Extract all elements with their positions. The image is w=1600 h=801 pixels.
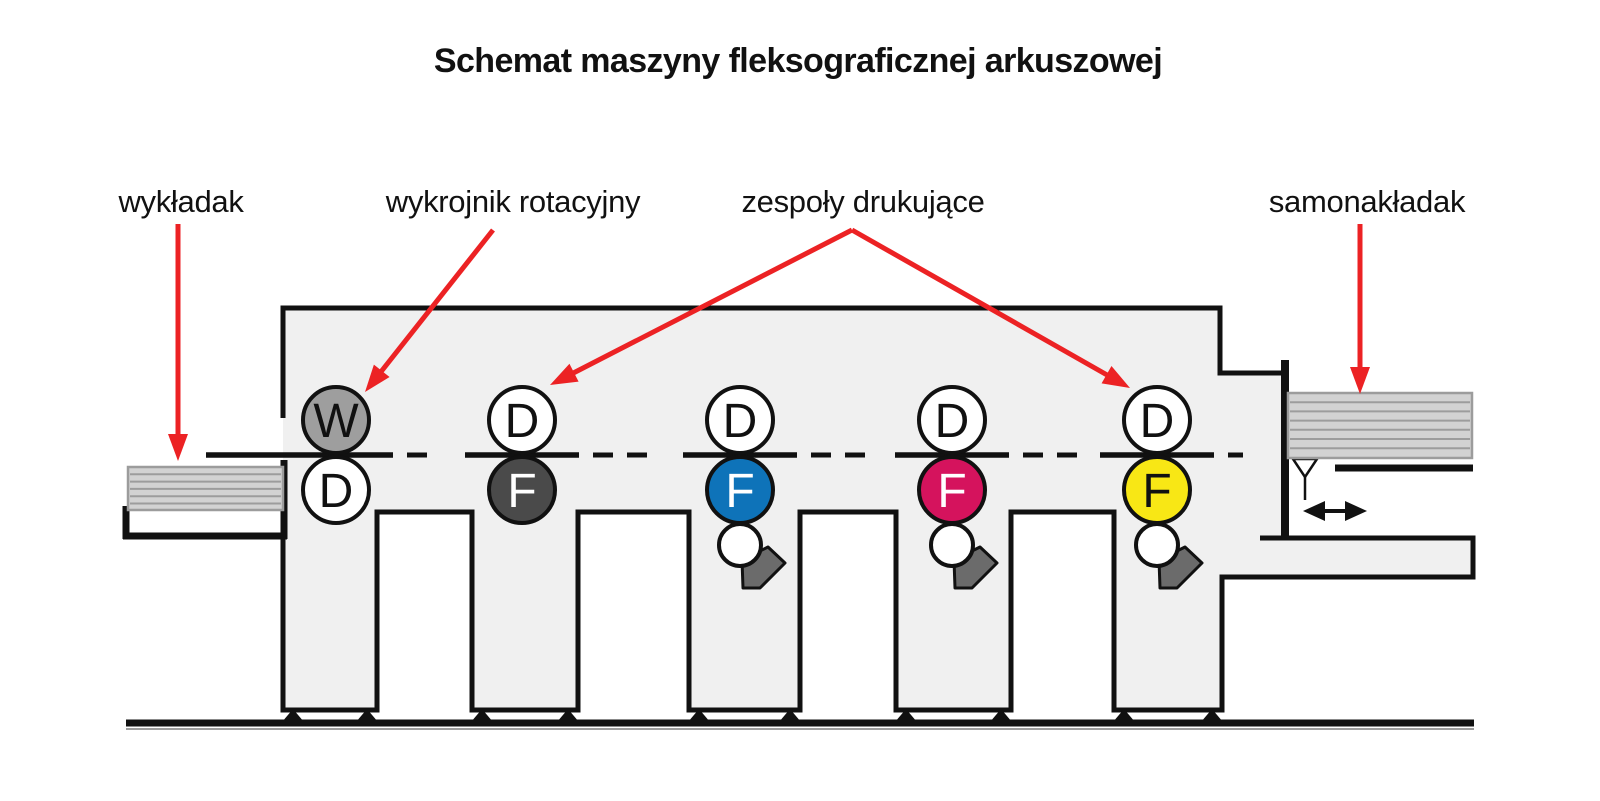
bottom-roller-letter: F (1142, 465, 1171, 518)
arrow-to-print-unit-right (850, 227, 1130, 388)
top-roller-circle (917, 385, 987, 455)
bottom-roller-letter: D (319, 465, 354, 518)
arrow-to-die-cutter-head (365, 364, 390, 392)
bottom-roller-circle (1122, 455, 1192, 525)
bottom-roller-letter: F (507, 465, 536, 518)
reciprocating-motion-arrow-icon (1303, 501, 1367, 521)
bottom-roller-circle (301, 455, 371, 525)
machine-feet (282, 709, 1223, 722)
motion-arrow-left-head (1303, 501, 1325, 521)
label-feeder: samonakładak (1269, 184, 1466, 219)
arrow-to-feeder-head (1350, 367, 1370, 394)
die-cut-unit: WD (301, 385, 371, 525)
sheet-stacks (126, 391, 1474, 512)
label-die-cutter: wykrojnik rotacyjny (385, 184, 641, 219)
anilox-roller-circle (717, 522, 763, 568)
top-roller-letter: D (935, 395, 970, 448)
arrow-to-feeder (1350, 224, 1370, 394)
arrow-to-print-unit-left-shaft (566, 227, 854, 379)
leg-1-foot-right (356, 709, 378, 722)
leg-3-foot-right (779, 709, 801, 722)
leg-3-foot-left (688, 709, 710, 722)
feeder-sheet-stack-block (1286, 391, 1474, 460)
top-roller-circle (705, 385, 775, 455)
diagram-title: Schemat maszyny fleksograficznej arkuszo… (434, 42, 1162, 80)
arrow-to-die-cutter (365, 228, 495, 392)
arrow-to-print-unit-right-head (1101, 365, 1130, 388)
label-delivery: wykładak (117, 184, 244, 219)
ground (126, 719, 1474, 730)
top-roller-circle (301, 385, 371, 455)
print-unit-magenta: DF (917, 385, 999, 590)
leg-2-foot-left (471, 709, 493, 722)
bottom-roller-circle (487, 455, 557, 525)
leg-2-foot-right (557, 709, 579, 722)
delivery-sheet-stack (126, 465, 285, 512)
arrow-to-die-cutter-shaft (375, 228, 495, 378)
anilox-roller-circle (1134, 522, 1180, 568)
motion-arrow-right-head (1345, 501, 1367, 521)
top-roller-letter: D (1140, 395, 1175, 448)
leg-5-foot-right (1201, 709, 1223, 722)
arrow-to-print-unit-right-shaft (850, 227, 1114, 381)
bottom-roller-letter: F (725, 465, 754, 518)
arrow-to-print-unit-left (550, 227, 854, 385)
leg-4-foot-left (895, 709, 917, 722)
arrow-to-delivery-head (168, 434, 188, 461)
feeder-pile (1290, 457, 1473, 521)
bottom-roller-letter: F (937, 465, 966, 518)
annotation-arrows (168, 224, 1370, 461)
leg-1-foot-left (282, 709, 304, 722)
bottom-roller-circle (705, 455, 775, 525)
anilox-roller-circle (929, 522, 975, 568)
top-roller-letter: D (505, 395, 540, 448)
machine-body-fill (283, 308, 1473, 710)
label-print-units: zespoły drukujące (741, 184, 984, 219)
leg-4-foot-right (990, 709, 1012, 722)
arrow-to-print-unit-left-head (550, 363, 579, 385)
bottom-roller-circle (917, 455, 987, 525)
leg-5-foot-left (1113, 709, 1135, 722)
print-unit-yellow: DF (1122, 385, 1204, 590)
top-roller-circle (487, 385, 557, 455)
feeder-sheet-stack (1286, 391, 1474, 460)
arrow-to-delivery (168, 224, 188, 461)
print-unit-cyan: DF (705, 385, 787, 590)
top-roller-letter: W (313, 395, 359, 448)
top-roller-letter: D (723, 395, 758, 448)
print-unit-black: DF (487, 385, 557, 525)
top-roller-circle (1122, 385, 1192, 455)
sheet-separator-sucker-icon (1290, 457, 1320, 480)
